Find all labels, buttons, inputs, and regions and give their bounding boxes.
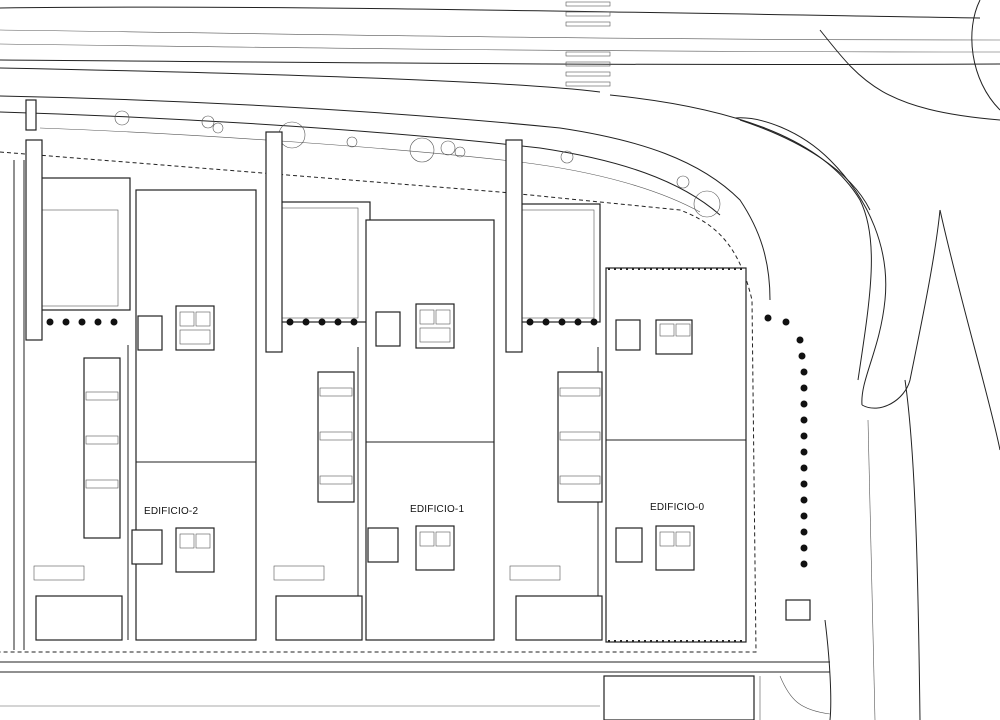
- building-label-edificio-1: EDIFICIO-1: [410, 504, 464, 515]
- building-module-0: [505, 139, 747, 643]
- tree: [440, 140, 456, 156]
- left-strip: [13, 99, 37, 650]
- crosswalk: [565, 1, 611, 87]
- tree: [201, 115, 215, 129]
- site-boundary: [0, 151, 757, 653]
- tree: [409, 137, 435, 163]
- building-label-edificio-2: EDIFICIO-2: [144, 506, 198, 517]
- right-road: [609, 0, 1000, 720]
- building-module-2: [25, 139, 257, 641]
- tree: [114, 110, 130, 126]
- tree: [676, 175, 690, 189]
- sidewalk: [0, 95, 771, 301]
- tree: [560, 150, 574, 164]
- tree: [693, 190, 721, 218]
- top-road: [0, 1, 1000, 93]
- perimeter-trees: [764, 314, 811, 621]
- tree: [346, 136, 358, 148]
- bottom-parking: [0, 661, 831, 720]
- tree: [212, 122, 224, 134]
- building-module-1: [265, 131, 495, 641]
- tree: [454, 146, 466, 158]
- building-label-edificio-0: EDIFICIO-0: [650, 502, 704, 513]
